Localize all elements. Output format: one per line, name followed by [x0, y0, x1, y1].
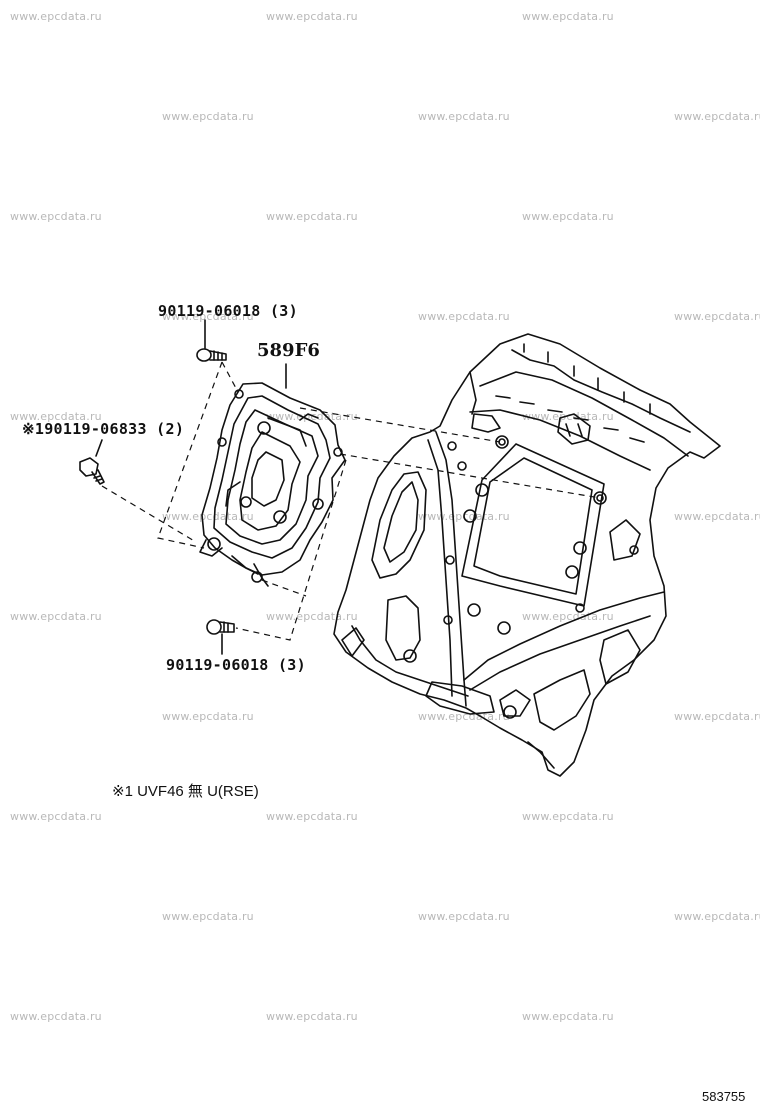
- watermark-text: www.epcdata.ru: [162, 910, 254, 923]
- bolt-bottom-icon: [206, 619, 235, 655]
- watermark-text: www.epcdata.ru: [10, 210, 102, 223]
- watermark-text: www.epcdata.ru: [266, 10, 358, 23]
- watermark-text: www.epcdata.ru: [10, 10, 102, 23]
- watermark-text: www.epcdata.ru: [266, 610, 358, 623]
- watermark-text: www.epcdata.ru: [418, 310, 510, 323]
- watermark-text: www.epcdata.ru: [162, 310, 254, 323]
- watermark-text: www.epcdata.ru: [522, 1010, 614, 1023]
- watermark-text: www.epcdata.ru: [266, 1010, 358, 1023]
- watermark-text: www.epcdata.ru: [674, 110, 760, 123]
- watermark-text: www.epcdata.ru: [418, 910, 510, 923]
- assembly-lines: [101, 361, 601, 641]
- bracket-589f6: [199, 382, 346, 587]
- watermark-text: www.epcdata.ru: [266, 210, 358, 223]
- bolt-top-icon: [196, 319, 227, 362]
- watermark-text: www.epcdata.ru: [674, 310, 760, 323]
- watermark-text: www.epcdata.ru: [10, 610, 102, 623]
- watermark-text: www.epcdata.ru: [674, 910, 760, 923]
- watermark-text: www.epcdata.ru: [674, 710, 760, 723]
- part-number-bolt-top: 90119-06018 (3): [158, 302, 298, 320]
- bolt-left-icon: [79, 439, 105, 485]
- footnote: ※1 UVF46 無 U(RSE): [112, 783, 259, 800]
- watermark-text: www.epcdata.ru: [266, 810, 358, 823]
- watermark-text: www.epcdata.ru: [162, 510, 254, 523]
- watermark-text: www.epcdata.ru: [162, 110, 254, 123]
- watermark-text: www.epcdata.ru: [10, 410, 102, 423]
- rear-body-panel: [333, 333, 721, 777]
- watermark-text: www.epcdata.ru: [674, 510, 760, 523]
- watermark-text: www.epcdata.ru: [266, 410, 358, 423]
- part-number-bolt-left: ※190119-06833 (2): [22, 420, 185, 438]
- watermark-text: www.epcdata.ru: [522, 210, 614, 223]
- watermark-text: www.epcdata.ru: [522, 10, 614, 23]
- watermark-text: www.epcdata.ru: [418, 110, 510, 123]
- watermark-text: www.epcdata.ru: [162, 710, 254, 723]
- bracket-reference-label: 589F6: [257, 340, 320, 361]
- watermark-text: www.epcdata.ru: [10, 1010, 102, 1023]
- watermark-text: www.epcdata.ru: [522, 810, 614, 823]
- watermark-text: www.epcdata.ru: [10, 810, 102, 823]
- drawing-code: 583755: [702, 1089, 746, 1104]
- part-number-bolt-bottom: 90119-06018 (3): [166, 656, 306, 674]
